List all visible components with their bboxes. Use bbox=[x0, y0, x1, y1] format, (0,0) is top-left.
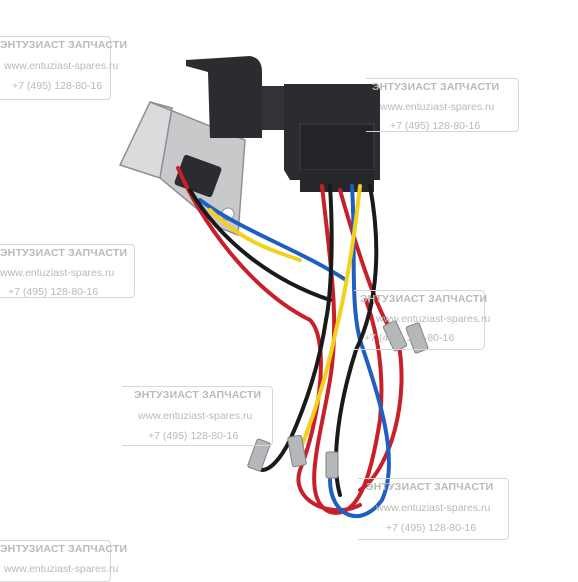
watermark-url: www.entuziast-spares.ru bbox=[376, 312, 491, 325]
wire-yellow bbox=[298, 184, 362, 452]
watermark-name: ЭНТУЗИАСТ ЗАПЧАСТИ bbox=[372, 81, 500, 93]
watermark-name: ЭНТУЗИАСТ ЗАПЧАСТИ bbox=[0, 543, 128, 555]
wire-red bbox=[176, 166, 362, 512]
watermark-url: www.entuziast-spares.ru bbox=[4, 59, 119, 72]
watermark: ЭНТУЗИАСТ ЗАПЧАСТИ www.entuziast-spares.… bbox=[366, 78, 519, 132]
watermark: ЭНТУЗИАСТ ЗАПЧАСТИ www.entuziast-spares.… bbox=[358, 478, 509, 540]
watermark-url: www.entuziast-spares.ru bbox=[376, 501, 491, 514]
wire-harness bbox=[176, 166, 404, 519]
watermark-url: www.entuziast-spares.ru bbox=[0, 266, 115, 279]
watermark-phone: +7 (495) 128-80-16 bbox=[390, 120, 481, 132]
wire-yellow bbox=[208, 208, 302, 262]
watermark-url: www.entuziast-spares.ru bbox=[138, 409, 253, 422]
watermark-phone: +7 (495) 128-80-16 bbox=[386, 522, 477, 534]
watermark-phone: +7 (495) 128-80-16 bbox=[364, 332, 455, 344]
watermark-phone: +7 (495) 128-80-16 bbox=[148, 430, 239, 442]
watermark-name: ЭНТУЗИАСТ ЗАПЧАСТИ bbox=[0, 39, 128, 51]
wire-black bbox=[188, 188, 332, 302]
wire-blue bbox=[328, 184, 392, 519]
watermark: ЭНТУЗИАСТ ЗАПЧАСТИ www.entuziast-spares.… bbox=[0, 36, 128, 100]
watermark-phone: +7 (495) 128-80-16 bbox=[12, 80, 103, 92]
watermark: ЭНТУЗИАСТ ЗАПЧАСТИ www.entuziast-spares.… bbox=[354, 290, 490, 350]
watermark-name: ЭНТУЗИАСТ ЗАПЧАСТИ bbox=[366, 481, 494, 493]
watermark-name: ЭНТУЗИАСТ ЗАПЧАСТИ bbox=[134, 389, 262, 401]
watermark-name: ЭНТУЗИАСТ ЗАПЧАСТИ bbox=[0, 247, 128, 259]
watermark-url: www.entuziast-spares.ru bbox=[4, 562, 119, 575]
watermark: ЭНТУЗИАСТ ЗАПЧАСТИ www.entuziast-spares.… bbox=[0, 244, 135, 298]
watermark: ЭНТУЗИАСТ ЗАПЧАСТИ www.entuziast-spares.… bbox=[122, 386, 273, 446]
watermark-phone: +7 (495) 128-80-16 bbox=[8, 286, 99, 298]
wire-black bbox=[260, 184, 334, 472]
terminals bbox=[247, 320, 429, 479]
watermark: ЭНТУЗИАСТ ЗАПЧАСТИ www.entuziast-spares.… bbox=[0, 540, 128, 582]
watermark-url: www.entuziast-spares.ru bbox=[380, 100, 495, 113]
switch-body bbox=[186, 56, 380, 192]
watermark-name: ЭНТУЗИАСТ ЗАПЧАСТИ bbox=[360, 293, 488, 305]
